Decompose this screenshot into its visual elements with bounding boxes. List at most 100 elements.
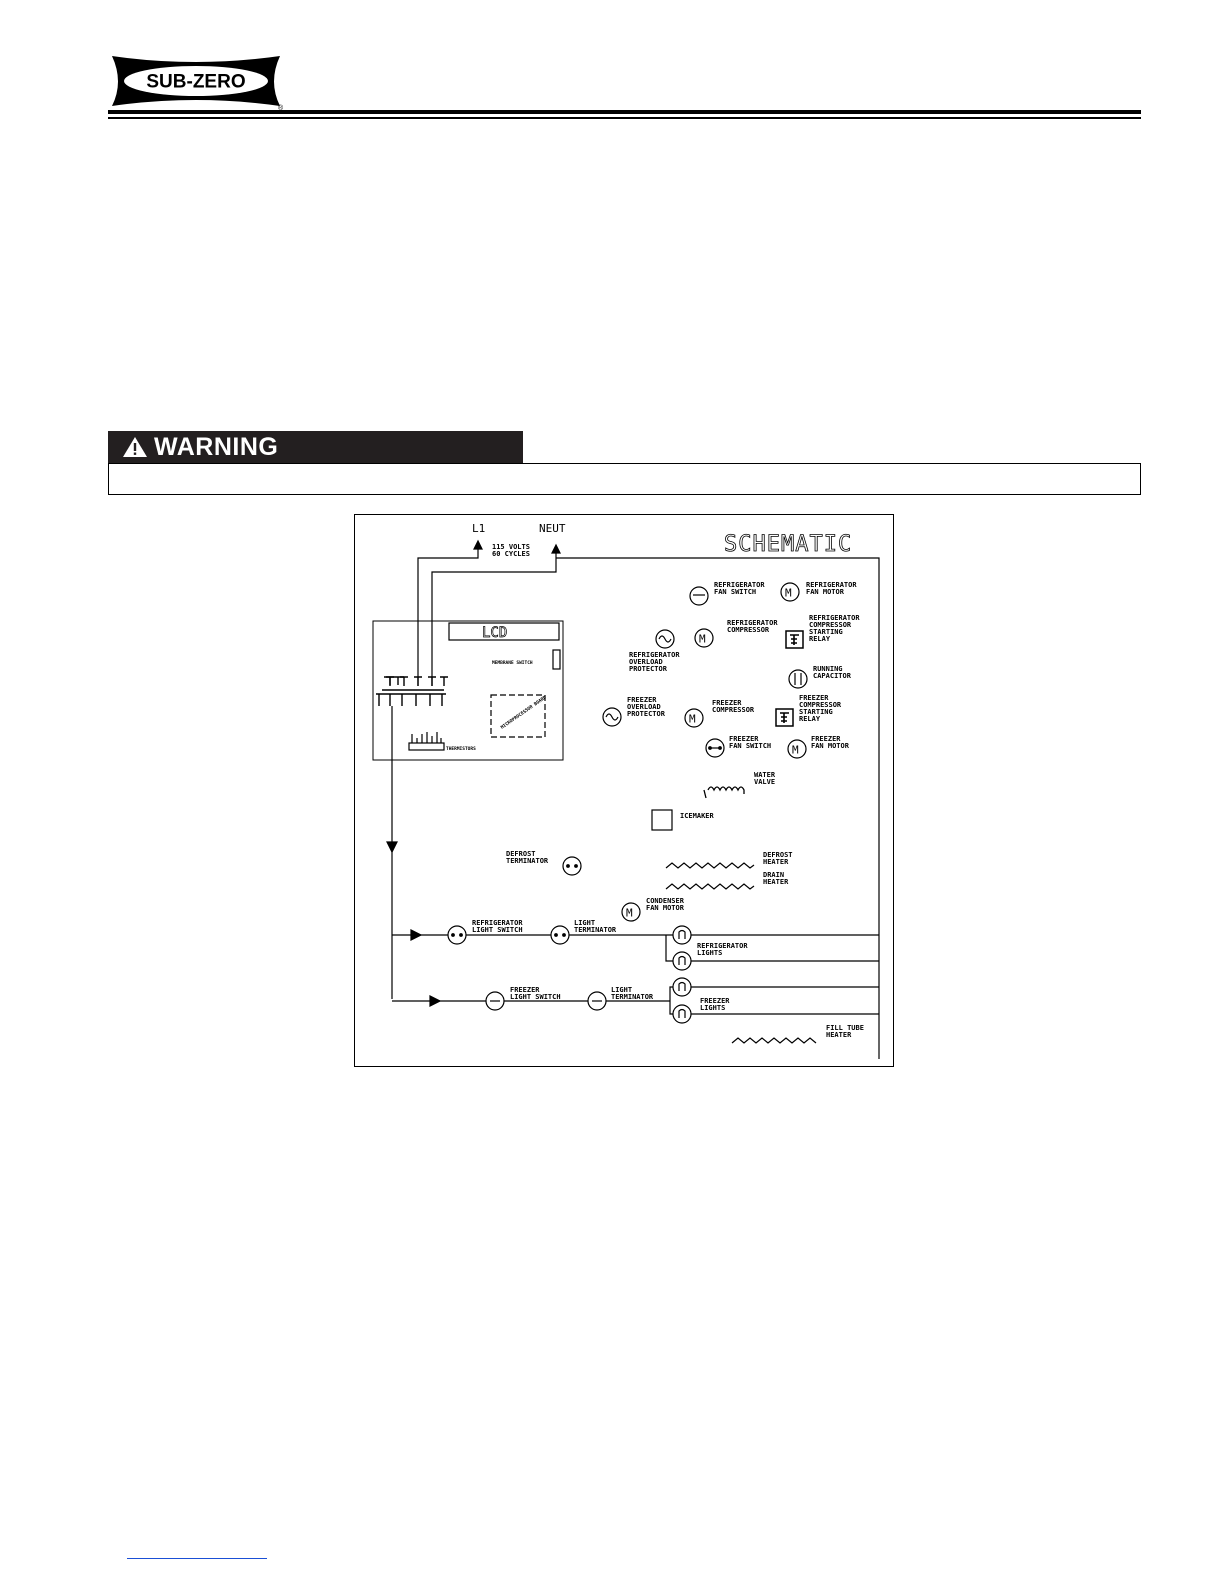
l1-terminal-icon [473,539,483,550]
overload-wave-mark [658,635,672,643]
freezer-fan-motor-label-2: FAN MOTOR [811,742,850,750]
switch-dot [708,746,712,750]
l1-label: L1 [472,522,485,535]
freezer-fan-switch-icon [705,738,725,758]
freezer-fan-switch-label-2: FAN SWITCH [729,742,771,750]
icemaker-label: ICEMAKER [680,812,715,820]
freezer-fan-motor-label-1: FREEZER [811,735,841,743]
freezer-light-terminator-label-1: LIGHT [611,986,632,994]
refrigerator-lights-label-2: LIGHTS [697,949,722,957]
bulb-filament-mark [678,929,686,939]
lcd-label: LCD [482,625,507,641]
refrigerator-compressor-label-1: REFRIGERATOR [727,619,778,627]
refrigerator-starting-relay-label-3: STARTING [809,628,843,636]
relay-coil-mark [780,712,789,723]
motor-symbol: M [626,907,633,920]
refrigerator-light-bulb-icon [672,951,692,971]
schematic-title: SCHEMATIC [724,532,852,557]
freezer-light-terminator-label-2: TERMINATOR [611,993,654,1001]
freezer-lights-label-2: LIGHTS [700,1004,725,1012]
l1-wire [417,549,479,686]
refrigerator-light-bulb-icon [672,925,692,945]
logo-oval [124,66,268,96]
freezer-light-bulb-icon [672,977,692,997]
logo-wordmark: SUB-ZERO [146,72,245,93]
refrigerator-light-terminator-icon [550,925,570,945]
refrigerator-overload-protector-label-1: REFRIGERATOR [629,651,680,659]
thermistors-label: THERMISTORS [446,746,476,752]
defrost-heater-icon [665,862,755,869]
condenser-fan-motor-icon [621,902,641,922]
thermistor-pins [411,732,442,743]
freezer-starting-relay-icon [775,708,794,727]
switch-dot [718,746,722,750]
membrane-switch-label: MEMBRANE SWITCH [492,660,533,666]
freezer-overload-protector-label-2: OVERLOAD [627,703,661,711]
terminator-dot [566,864,570,868]
refrigerator-light-switch-icon [447,925,467,945]
overload-wave-mark [605,713,619,721]
refrigerator-lights-branch [665,935,879,962]
switch-dot [459,933,463,937]
refrigerator-light-switch-label-2: LIGHT SWITCH [472,926,523,934]
motor-symbol: M [792,744,799,757]
defrost-terminator-label-1: DEFROST [506,850,536,858]
motor-symbol: M [689,713,696,726]
refrigerator-fan-motor-label-2: FAN MOTOR [806,588,845,596]
running-capacitor-label-2: CAPACITOR [813,672,852,680]
warning-label: WARNING [154,432,279,461]
membrane-switch [552,649,561,670]
drain-heater-label-2: HEATER [763,878,789,886]
freezer-overload-protector-label-1: FREEZER [627,696,657,704]
lcd-display [448,622,560,641]
cycles-label: 60 CYCLES [492,550,530,558]
freezer-fan-motor-icon [787,739,807,759]
neutral-return-wire [556,557,880,1059]
freezer-overload-protector-label-3: PROTECTOR [627,710,666,718]
freezer-light-switch-label-1: FREEZER [510,986,540,994]
schematic-frame [354,514,894,1067]
condenser-fan-motor-label-1: CONDENSER [646,897,685,905]
refrigerator-overload-protector-label-2: OVERLOAD [629,658,663,666]
thermistor-connector [408,742,445,751]
freezer-starting-relay-label-4: RELAY [799,715,821,723]
refrigerator-compressor-icon [694,628,714,648]
defrost-heater-label-2: HEATER [763,858,789,866]
running-capacitor-label-1: RUNNING [813,665,843,673]
refrigerator-overload-protector-label-3: PROTECTOR [629,665,668,673]
footer-link-underline[interactable] [127,1558,267,1559]
terminator-dot [554,933,558,937]
main-feed-arrow-icon [386,841,398,854]
relay-coil-mark [790,634,799,645]
freezer-fan-switch-label-1: FREEZER [729,735,759,743]
refrigerator-light-arrow-icon [410,929,423,941]
neut-wire [431,553,557,686]
water-valve-label-1: WATER [754,771,776,779]
wiring-schematic: SCHEMATIC L1 NEUT 115 VOLTS 60 CYCLES LC… [354,514,894,1067]
terminator-dot [574,864,578,868]
switch-dot [451,933,455,937]
freezer-light-switch-label-2: LIGHT SWITCH [510,993,561,1001]
header-rule-thin [108,117,1141,119]
microprocessor-board [490,694,546,738]
freezer-lights-label-1: FREEZER [700,997,730,1005]
freezer-light-arrow-icon [429,995,442,1007]
neut-terminal-icon [551,543,561,554]
refrigerator-starting-relay-icon [785,630,804,649]
neut-label: NEUT [539,522,566,535]
refrigerator-fan-switch-label-2: FAN SWITCH [714,588,756,596]
drain-heater-label-1: DRAIN [763,871,784,879]
registered-mark: ® [278,104,284,112]
refrigerator-light-terminator-label-1: LIGHT [574,919,595,927]
freezer-starting-relay-label-3: STARTING [799,708,833,716]
refrigerator-compressor-label-2: COMPRESSOR [727,626,770,634]
terminator-dot [562,933,566,937]
condenser-fan-motor-label-2: FAN MOTOR [646,904,685,912]
refrigerator-fan-switch-label-1: REFRIGERATOR [714,581,765,589]
refrigerator-fan-motor-icon [780,582,800,602]
warning-banner: WARNING [108,431,523,463]
defrost-heater-label-1: DEFROST [763,851,793,859]
freezer-light-bulb-icon [672,1004,692,1024]
refrigerator-lights-label-1: REFRIGERATOR [697,942,748,950]
drain-heater-icon [665,883,755,890]
